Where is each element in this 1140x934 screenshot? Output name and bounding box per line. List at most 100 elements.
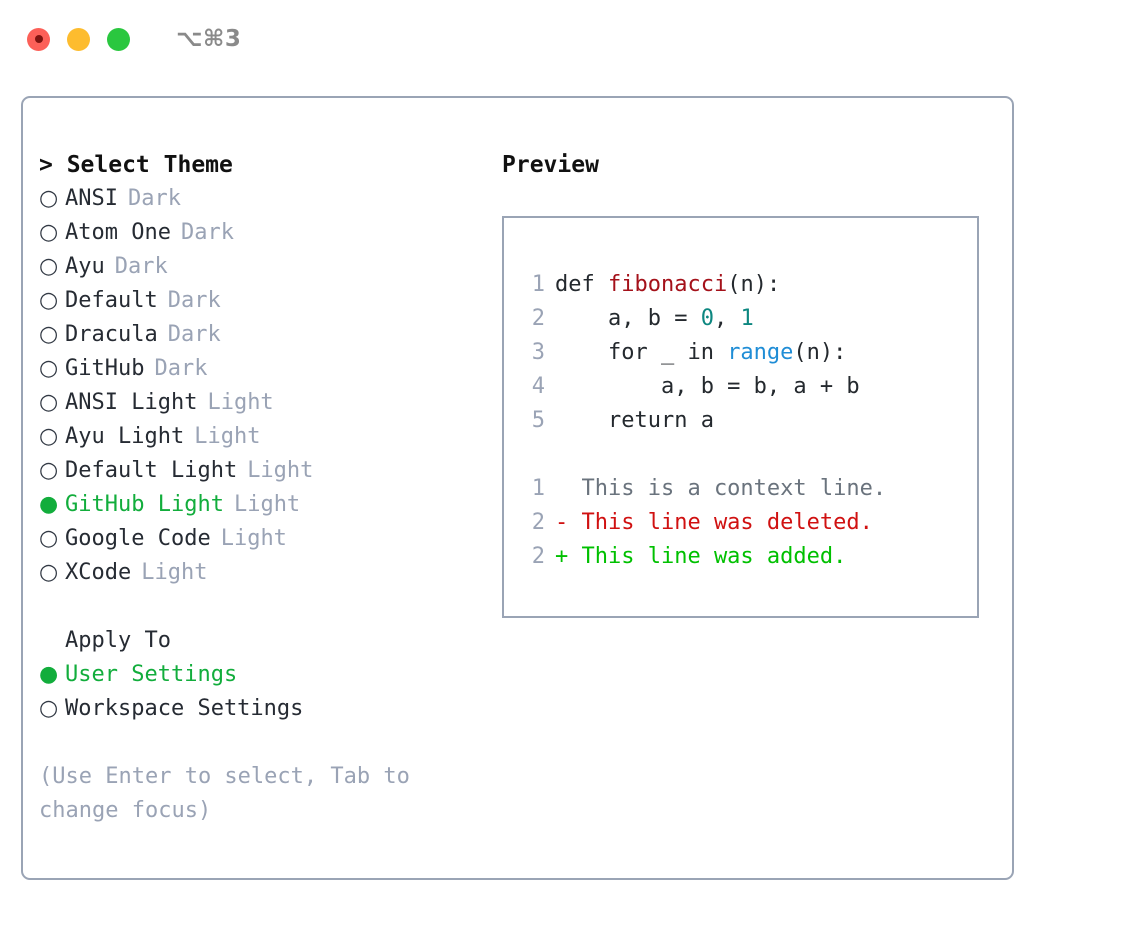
code-line: 4 a, b = b, a + b [504, 370, 977, 404]
code-token: (n): [793, 340, 847, 365]
code-line: 5 return a [504, 404, 977, 438]
theme-option-tag: Light [233, 492, 301, 517]
theme-option-label: Default [65, 288, 158, 313]
theme-option-tag: Dark [154, 356, 208, 381]
code-token: def [555, 272, 608, 297]
preview-heading: Preview [502, 152, 599, 178]
theme-option-tag: Dark [180, 220, 234, 245]
code-line: 3 for _ in range(n): [504, 336, 977, 370]
code-token: for _ in [555, 340, 728, 365]
radio-unselected-icon: ○ [39, 390, 59, 415]
code-line-text: a, b = 0, 1 [555, 302, 754, 336]
minimize-button-icon[interactable] [67, 27, 90, 51]
code-line: 2 a, b = 0, 1 [504, 302, 977, 336]
keyboard-hint-text: (Use Enter to select, Tab to change focu… [39, 764, 410, 823]
code-token: return a [555, 408, 714, 433]
line-number: 4 [531, 374, 545, 399]
code-token: (n): [727, 272, 781, 297]
code-token: a, b = [555, 306, 701, 331]
theme-option-label: Google Code [65, 526, 211, 551]
theme-option-label: Atom One [65, 220, 171, 245]
theme-option-label: Ayu [65, 254, 105, 279]
theme-option-ayu[interactable]: ○Ayu Dark [39, 250, 479, 284]
diff-line-text: - This line was deleted. [555, 510, 873, 535]
radio-unselected-icon: ○ [39, 696, 59, 721]
theme-option-tag: Light [207, 390, 274, 415]
theme-option-atom-one[interactable]: ○Atom One Dark [39, 216, 479, 250]
apply-to-heading: Apply To [65, 628, 171, 653]
close-button-icon[interactable] [27, 27, 50, 51]
theme-option-label: Dracula [65, 322, 158, 347]
radio-selected-icon: ● [39, 492, 59, 517]
code-line: 1 def fibonacci(n): [504, 268, 977, 302]
radio-unselected-icon: ○ [39, 254, 59, 279]
apply-to-option-label: User Settings [65, 662, 238, 687]
theme-option-label: ANSI Light [65, 390, 198, 415]
line-number: 1 [531, 272, 545, 297]
apply-to-list[interactable]: ●User Settings○Workspace Settings [39, 658, 479, 726]
code-token: 1 [740, 306, 754, 331]
apply-to-option-user-settings[interactable]: ●User Settings [39, 658, 479, 692]
radio-unselected-icon: ○ [39, 220, 59, 245]
theme-option-ansi-light[interactable]: ○ANSI Light Light [39, 386, 479, 420]
radio-unselected-icon: ○ [39, 356, 59, 381]
line-number: 1 [531, 476, 545, 501]
code-line-text: for _ in range(n): [555, 336, 846, 370]
code-token: 0 [700, 306, 714, 331]
code-token: a, b = b, a + b [555, 374, 860, 399]
line-number: 2 [531, 306, 545, 331]
theme-option-github-light[interactable]: ●GitHub Light Light [39, 488, 479, 522]
theme-option-tag: Dark [127, 186, 181, 211]
code-token: range [727, 340, 794, 365]
theme-option-tag: Light [247, 458, 314, 483]
theme-option-label: XCode [65, 560, 132, 585]
code-line-text: a, b = b, a + b [555, 370, 860, 404]
theme-option-tag: Light [194, 424, 261, 449]
theme-option-dracula[interactable]: ○Dracula Dark [39, 318, 479, 352]
line-number: 5 [531, 408, 545, 433]
diff-sample: 1 This is a context line. 2 - This line wa… [504, 472, 977, 574]
code-line-text: return a [555, 404, 714, 438]
window-titlebar: ⌥⌘3 [0, 0, 1140, 78]
diff-line-text: This is a context line. [555, 476, 887, 501]
line-number: 2 [531, 544, 545, 569]
theme-option-label: GitHub Light [65, 492, 224, 517]
apply-to-option-label: Workspace Settings [65, 696, 304, 721]
theme-option-tag: Dark [114, 254, 168, 279]
theme-option-tag: Dark [167, 322, 221, 347]
traffic-lights [27, 27, 130, 51]
maximize-button-icon[interactable] [107, 27, 130, 51]
theme-option-default[interactable]: ○Default Dark [39, 284, 479, 318]
theme-option-label: Ayu Light [65, 424, 185, 449]
code-token: , [713, 306, 741, 331]
code-line-text: def fibonacci(n): [555, 268, 780, 302]
theme-option-tag: Light [220, 526, 287, 551]
recording-dot-icon [34, 35, 43, 43]
code-token: fibonacci [607, 272, 728, 297]
titlebar-shortcut-label: ⌥⌘3 [176, 26, 242, 52]
theme-option-tag: Light [141, 560, 208, 585]
radio-unselected-icon: ○ [39, 288, 59, 313]
select-theme-heading: > Select Theme [39, 152, 233, 178]
code-diff-separator [504, 438, 977, 472]
apply-to-section: Apply To ●User Settings○Workspace Settin… [39, 624, 479, 726]
radio-unselected-icon: ○ [39, 458, 59, 483]
diff-line: 1 This is a context line. [504, 472, 977, 506]
diff-line: 2+ This line was added. [504, 540, 977, 574]
radio-unselected-icon: ○ [39, 322, 59, 347]
theme-option-tag: Dark [167, 288, 221, 313]
apply-to-option-workspace-settings[interactable]: ○Workspace Settings [39, 692, 479, 726]
